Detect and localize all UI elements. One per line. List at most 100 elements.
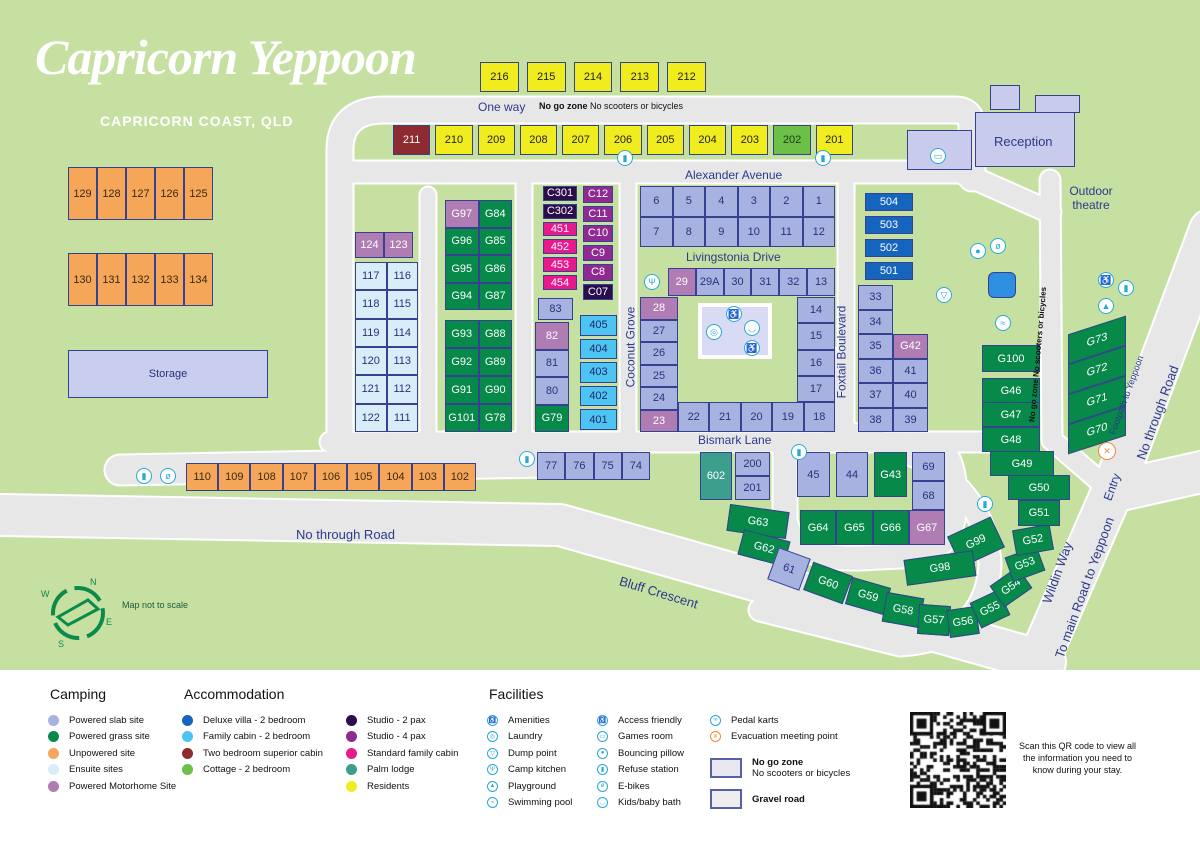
site-207[interactable]: 207	[562, 125, 600, 155]
site-108[interactable]: 108	[250, 463, 283, 491]
site-205[interactable]: 205	[646, 125, 684, 155]
site-111[interactable]: 111	[386, 403, 418, 432]
site-17[interactable]: 17	[797, 375, 835, 402]
site-81[interactable]: 81	[535, 349, 569, 377]
site-211[interactable]: 211	[393, 125, 431, 155]
site-g49[interactable]: G49	[990, 451, 1054, 476]
site-451[interactable]: 451	[543, 221, 577, 237]
site-202[interactable]: 202	[773, 125, 811, 155]
site-10[interactable]: 10	[737, 216, 770, 247]
site-216[interactable]: 216	[480, 62, 519, 92]
site-452[interactable]: 452	[543, 239, 577, 255]
site-storage[interactable]: Storage	[68, 350, 268, 398]
site-74[interactable]: 74	[621, 452, 650, 480]
site-13[interactable]: 13	[807, 268, 835, 296]
site-26[interactable]: 26	[640, 342, 678, 365]
site-75[interactable]: 75	[593, 452, 622, 480]
site-404[interactable]: 404	[580, 338, 617, 360]
site-23[interactable]: 23	[640, 409, 678, 432]
site-109[interactable]: 109	[218, 463, 251, 491]
site-g94[interactable]: G94	[445, 282, 479, 310]
site-110[interactable]: 110	[186, 463, 219, 491]
site-g86[interactable]: G86	[478, 255, 512, 283]
site-113[interactable]: 113	[386, 346, 418, 376]
site-107[interactable]: 107	[282, 463, 315, 491]
site-25[interactable]: 25	[640, 364, 678, 387]
site-g46[interactable]: G46	[982, 378, 1040, 403]
site-112[interactable]: 112	[386, 375, 418, 404]
site-206[interactable]: 206	[604, 125, 642, 155]
qr-code[interactable]	[910, 712, 1006, 808]
site-g78[interactable]: G78	[478, 404, 512, 432]
site-18[interactable]: 18	[803, 402, 835, 432]
site-g64[interactable]: G64	[800, 510, 837, 545]
site-125[interactable]: 125	[184, 167, 213, 220]
site-29[interactable]: 29	[667, 268, 696, 296]
site-g79[interactable]: G79	[535, 404, 569, 432]
site-501[interactable]: 501	[865, 262, 913, 280]
site-16[interactable]: 16	[797, 349, 835, 376]
site-c07[interactable]: C07	[583, 283, 613, 300]
site-20[interactable]: 20	[740, 402, 773, 432]
site-c11[interactable]: C11	[583, 205, 613, 222]
site-453[interactable]: 453	[543, 257, 577, 273]
site-76[interactable]: 76	[565, 452, 594, 480]
site-7[interactable]: 7	[640, 216, 673, 247]
site-6[interactable]: 6	[640, 186, 673, 217]
site-g51[interactable]: G51	[1018, 500, 1060, 526]
site-34[interactable]: 34	[858, 309, 893, 334]
site-g93[interactable]: G93	[445, 320, 479, 348]
site-208[interactable]: 208	[519, 125, 558, 155]
site-122[interactable]: 122	[355, 403, 387, 432]
site-1[interactable]: 1	[802, 186, 835, 217]
site-214[interactable]: 214	[573, 62, 613, 92]
site-g84[interactable]: G84	[478, 200, 512, 228]
site-g100[interactable]: G100	[982, 345, 1040, 372]
site-c9[interactable]: C9	[583, 244, 613, 261]
site-118[interactable]: 118	[355, 290, 387, 319]
site-39[interactable]: 39	[893, 407, 928, 432]
site-35[interactable]: 35	[858, 334, 893, 359]
site-29a[interactable]: 29A	[695, 268, 724, 296]
site-124[interactable]: 124	[355, 232, 384, 258]
site-127[interactable]: 127	[126, 167, 155, 220]
site-g92[interactable]: G92	[445, 348, 479, 376]
site-123[interactable]: 123	[384, 232, 413, 258]
site-83[interactable]: 83	[538, 298, 573, 320]
site-c8[interactable]: C8	[583, 264, 613, 281]
site-4[interactable]: 4	[705, 186, 738, 217]
site-8[interactable]: 8	[672, 216, 705, 247]
site-19[interactable]: 19	[772, 402, 804, 432]
site-33[interactable]: 33	[858, 285, 893, 310]
site-g96[interactable]: G96	[445, 227, 479, 255]
site-77[interactable]: 77	[537, 452, 566, 480]
site-402[interactable]: 402	[580, 385, 617, 407]
site-134[interactable]: 134	[184, 253, 213, 306]
site-106[interactable]: 106	[314, 463, 348, 491]
site-g85[interactable]: G85	[478, 227, 512, 255]
site-454[interactable]: 454	[543, 275, 577, 290]
site-g91[interactable]: G91	[445, 376, 479, 404]
site-2[interactable]: 2	[770, 186, 803, 217]
site-215[interactable]: 215	[526, 62, 566, 92]
site-405[interactable]: 405	[580, 315, 617, 336]
site-128[interactable]: 128	[97, 167, 126, 220]
site-126[interactable]: 126	[155, 167, 184, 220]
site-g87[interactable]: G87	[478, 282, 512, 310]
site-9[interactable]: 9	[705, 216, 738, 247]
site-45[interactable]: 45	[797, 452, 830, 497]
site-c302[interactable]: C302	[543, 203, 577, 219]
site-115[interactable]: 115	[386, 290, 418, 319]
site-502[interactable]: 502	[865, 239, 913, 257]
site-212[interactable]: 212	[667, 62, 706, 92]
site-c301[interactable]: C301	[543, 186, 577, 201]
site-204[interactable]: 204	[688, 125, 727, 155]
site-g101[interactable]: G101	[445, 404, 479, 432]
site-504[interactable]: 504	[865, 193, 913, 211]
site-g67[interactable]: G67	[908, 510, 945, 545]
site-21[interactable]: 21	[709, 402, 741, 432]
site-3[interactable]: 3	[737, 186, 770, 217]
site-602[interactable]: 602	[700, 452, 732, 500]
site-80[interactable]: 80	[535, 377, 569, 405]
site-g48[interactable]: G48	[982, 427, 1040, 452]
